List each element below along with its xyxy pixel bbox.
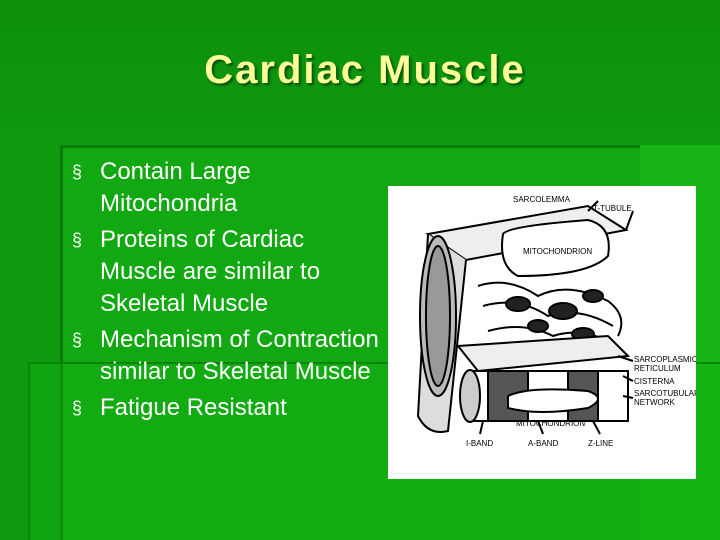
label-sarcolemma: SARCOLEMMA: [513, 195, 571, 204]
label-cisterna: CISTERNA: [634, 377, 675, 386]
bullet-item: § Proteins of Cardiac Muscle are similar…: [72, 224, 382, 320]
label-sarcoplasmic-1: SARCOPLASMIC: [634, 355, 696, 364]
background-band: [0, 0, 720, 145]
bullet-icon: §: [72, 230, 83, 250]
bullet-icon: §: [72, 162, 83, 182]
bullet-icon: §: [72, 398, 83, 418]
bullet-item: § Contain Large Mitochondria: [72, 156, 382, 220]
label-a-band: A-BAND: [528, 439, 558, 448]
label-z-line: Z-LINE: [588, 439, 613, 448]
cardiac-muscle-diagram: SARCOLEMMA T-TUBULE MITOCHONDRION SARCOP…: [388, 186, 696, 479]
label-sarcotubular-2: NETWORK: [634, 398, 676, 407]
label-mitochondrion-top: MITOCHONDRION: [523, 247, 592, 256]
bullet-text: Contain Large Mitochondria: [100, 158, 251, 217]
slide-title: Cardiac Muscle: [204, 48, 526, 92]
label-sarcotubular-1: SARCOTUBULAR: [634, 389, 696, 398]
bullet-item: § Mechanism of Contraction similar to Sk…: [72, 324, 382, 388]
label-t-tubule: T-TUBULE: [593, 204, 632, 213]
diagram-illustration: SARCOLEMMA T-TUBULE MITOCHONDRION SARCOP…: [416, 195, 696, 448]
label-sarcoplasmic-2: RETICULUM: [634, 364, 681, 373]
bullet-icon: §: [72, 330, 83, 350]
label-i-band: I-BAND: [466, 439, 493, 448]
bullet-list: § Contain Large Mitochondria § Proteins …: [72, 156, 382, 428]
bullet-item: § Fatigue Resistant: [72, 392, 382, 424]
bullet-text: Fatigue Resistant: [100, 394, 287, 421]
bullet-text: Mechanism of Contraction similar to Skel…: [100, 326, 379, 385]
bullet-text: Proteins of Cardiac Muscle are similar t…: [100, 226, 321, 317]
label-mitochondrion-bottom: MITOCHONDRION: [516, 419, 585, 428]
